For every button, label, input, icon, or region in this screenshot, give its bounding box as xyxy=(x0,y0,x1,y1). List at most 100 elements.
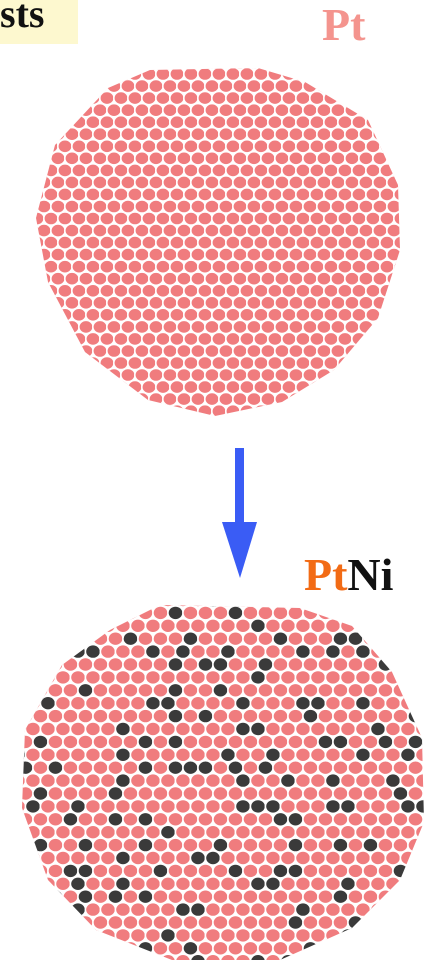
ni-atom xyxy=(108,890,123,904)
ni-atom xyxy=(303,941,318,955)
ni-atom xyxy=(265,748,280,762)
pt-atom xyxy=(295,825,310,839)
pt-atom xyxy=(100,260,114,273)
pt-atom xyxy=(18,632,33,646)
pt-atom xyxy=(226,188,240,201)
pt-atom xyxy=(123,916,138,930)
pt-atom xyxy=(78,787,93,801)
pt-atom xyxy=(373,104,387,117)
pt-atom xyxy=(55,593,70,607)
pt-atom xyxy=(142,308,156,321)
pt-atom xyxy=(226,308,240,321)
pt-atom xyxy=(85,799,100,813)
pt-atom xyxy=(324,212,338,225)
pt-atom xyxy=(163,320,177,333)
pt-atom xyxy=(191,104,205,117)
ni-atom xyxy=(265,799,280,813)
ni-atom xyxy=(78,864,93,878)
pt-atom xyxy=(268,236,282,249)
pt-atom xyxy=(121,344,135,357)
pt-atom xyxy=(340,825,355,839)
pt-atom xyxy=(220,722,235,736)
pt-atom xyxy=(44,284,58,297)
ni-atom xyxy=(10,619,25,633)
pt-atom xyxy=(288,941,303,955)
pt-atom xyxy=(40,645,55,659)
pt-atom xyxy=(325,619,340,633)
pt-atom xyxy=(156,236,170,249)
pt-atom xyxy=(212,405,226,418)
pt-atom xyxy=(93,152,107,165)
pt-atom xyxy=(33,761,48,775)
pt-atom xyxy=(130,619,145,633)
pt-atom xyxy=(63,787,78,801)
pt-atom xyxy=(198,67,212,80)
pt-atom xyxy=(93,128,107,141)
pt-atom xyxy=(400,645,415,659)
pt-atom xyxy=(280,670,295,684)
pt-atom xyxy=(138,658,153,672)
pt-atom xyxy=(226,140,240,153)
pt-atom xyxy=(317,80,331,93)
pt-atom xyxy=(254,356,268,369)
pt-atom xyxy=(79,320,93,333)
pt-atom xyxy=(235,825,250,839)
pt-atom xyxy=(296,67,310,80)
pt-atom xyxy=(51,320,65,333)
pt-atom xyxy=(177,80,191,93)
pt-atom xyxy=(408,632,423,646)
pt-atom xyxy=(72,67,86,80)
pt-atom xyxy=(135,272,149,285)
pt-atom xyxy=(115,593,130,607)
pt-atom xyxy=(303,104,317,117)
pt-atom xyxy=(205,393,219,406)
pt-atom xyxy=(163,248,177,261)
pt-atom xyxy=(135,296,149,309)
pt-atom xyxy=(79,80,93,93)
pt-atom xyxy=(331,104,345,117)
pt-atom xyxy=(282,308,296,321)
ni-atom xyxy=(228,864,243,878)
pt-atom xyxy=(258,864,273,878)
pt-atom xyxy=(205,104,219,117)
pt-atom xyxy=(55,748,70,762)
ni-atom xyxy=(235,799,250,813)
ni-atom xyxy=(33,787,48,801)
pt-atom xyxy=(86,212,100,225)
pt-atom xyxy=(273,761,288,775)
pt-atom xyxy=(123,864,138,878)
pt-atom xyxy=(338,164,352,177)
pt-atom xyxy=(235,903,250,917)
pt-atom xyxy=(205,928,220,942)
pt-atom xyxy=(352,236,366,249)
pt-atom xyxy=(175,825,190,839)
pt-atom xyxy=(345,296,359,309)
pt-atom xyxy=(93,632,108,646)
pt-atom xyxy=(355,877,370,891)
pt-atom xyxy=(128,405,142,418)
pt-atom xyxy=(183,838,198,852)
pt-atom xyxy=(226,332,240,345)
pt-atom xyxy=(325,670,340,684)
pt-atom xyxy=(107,344,121,357)
pt-atom xyxy=(184,212,198,225)
pt-atom xyxy=(63,606,78,620)
ni-atom xyxy=(235,774,250,788)
pt-atom xyxy=(345,344,359,357)
pt-atom xyxy=(51,296,65,309)
pt-atom xyxy=(48,606,63,620)
pt-atom xyxy=(247,393,261,406)
pt-atom xyxy=(170,188,184,201)
pt-atom xyxy=(23,200,37,213)
pt-atom xyxy=(100,188,114,201)
pt-atom xyxy=(30,260,44,273)
ni-atom xyxy=(70,645,85,659)
pt-atom xyxy=(247,224,261,237)
pt-atom xyxy=(191,128,205,141)
pt-atom xyxy=(63,709,78,723)
pt-atom xyxy=(275,224,289,237)
pt-atom xyxy=(254,116,268,129)
pt-atom xyxy=(205,954,220,968)
pt-atom xyxy=(79,368,93,381)
pt-atom xyxy=(184,356,198,369)
